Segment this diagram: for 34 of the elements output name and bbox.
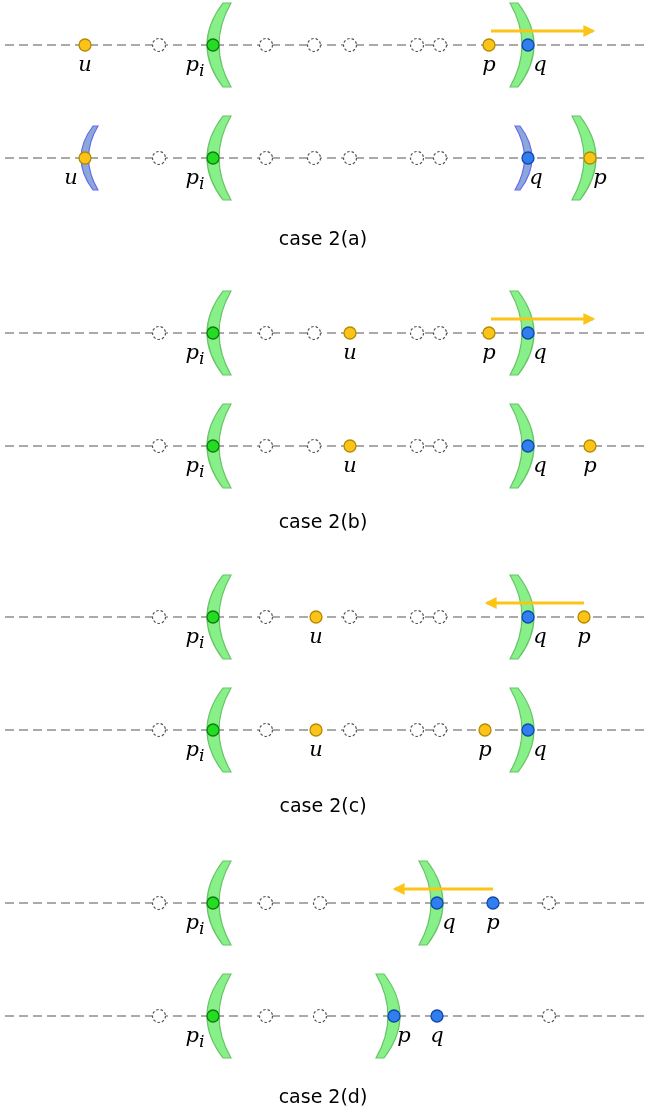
variable-label: p [583,454,597,476]
variable-label: u [309,625,323,647]
variable-label: q [442,911,456,933]
variable-label: p$_{i}$ [185,625,205,654]
variable-label: p$_{i}$ [185,166,205,195]
variable-label: p [486,911,500,933]
case-caption: case 2(b) [278,510,368,532]
variable-label: p$_{i}$ [185,454,205,483]
variable-label: p$_{i}$ [185,911,205,940]
variable-label: p$_{i}$ [185,53,205,82]
variable-label: p [478,738,492,760]
variable-label: p [482,53,496,75]
variable-label: p [577,625,591,647]
variable-label: q [533,454,547,476]
variable-label: p [593,166,607,188]
variable-label: u [343,341,357,363]
variable-label: q [430,1024,444,1046]
variable-label: q [533,625,547,647]
case-caption: case 2(c) [279,794,367,816]
variable-label: p$_{i}$ [185,341,205,370]
variable-label: q [533,341,547,363]
variable-label: u [309,738,323,760]
variable-label: p [482,341,496,363]
variable-label: p [397,1024,411,1046]
variable-label: q [529,166,543,188]
variable-label: u [343,454,357,476]
variable-label: p$_{i}$ [185,1024,205,1053]
variable-label: p$_{i}$ [185,738,205,767]
case-caption: case 2(a) [278,227,368,249]
variable-label: q [533,738,547,760]
variable-label: q [533,53,547,75]
variable-label: u [78,53,92,75]
case-caption: case 2(d) [278,1085,368,1107]
variable-label: u [64,166,78,188]
